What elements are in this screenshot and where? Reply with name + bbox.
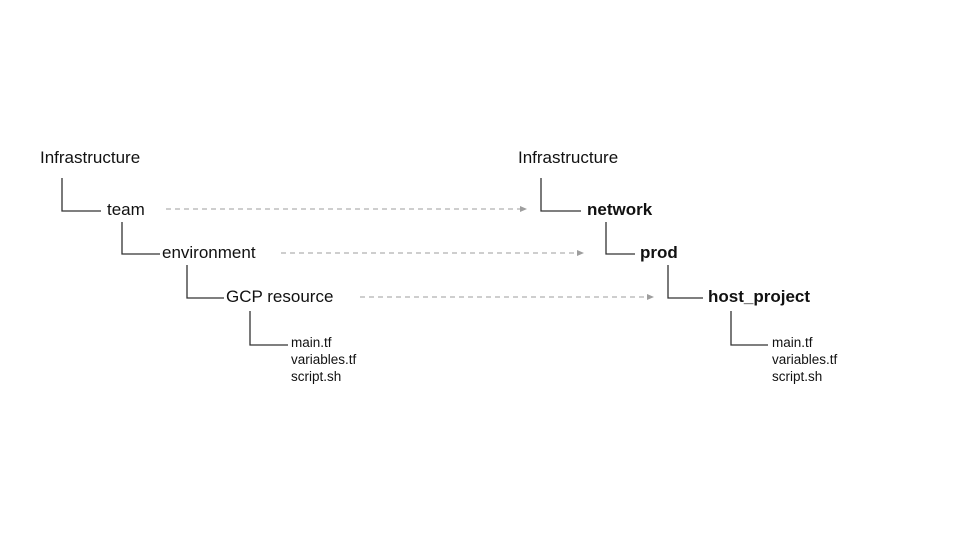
file-item-main-tf: main.tf	[772, 335, 813, 350]
file-item-variables-tf: variables.tf	[291, 352, 357, 367]
left-tree-node-environment: environment	[162, 243, 256, 262]
right-tree-file-list: main.tf variables.tf script.sh	[772, 334, 837, 385]
left-tree-root-label: Infrastructure	[40, 148, 141, 167]
left-tree-node-gcp-resource: GCP resource	[226, 287, 334, 306]
file-item-main-tf: main.tf	[291, 335, 332, 350]
left-tree-file-list: main.tf variables.tf script.sh	[291, 334, 356, 385]
file-item-variables-tf: variables.tf	[772, 352, 838, 367]
file-item-script-sh: script.sh	[772, 369, 823, 384]
left-tree-node-team: team	[107, 200, 145, 219]
right-tree-root-label: Infrastructure	[518, 148, 619, 167]
file-item-script-sh: script.sh	[291, 369, 342, 384]
right-tree-node-host-project: host_project	[708, 287, 811, 306]
right-tree-node-prod: prod	[640, 243, 678, 262]
right-tree-node-network: network	[587, 200, 653, 219]
